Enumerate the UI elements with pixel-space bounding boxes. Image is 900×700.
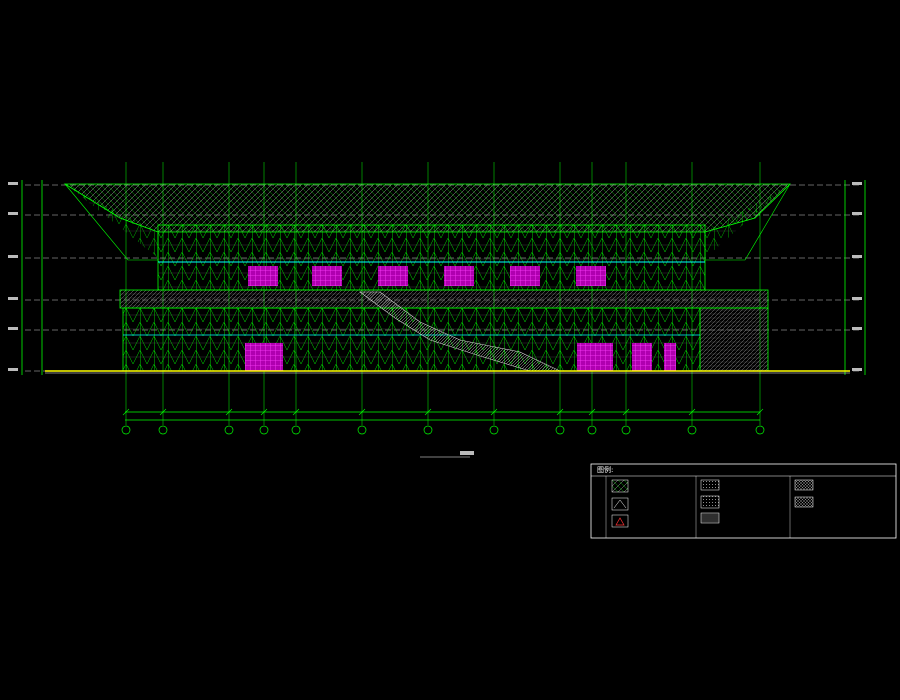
legend-item <box>611 514 629 528</box>
legend-swatch-triangle <box>611 497 629 511</box>
level-tag-right <box>852 327 862 330</box>
left-level-markers <box>8 180 43 375</box>
axis-bubble <box>224 425 234 435</box>
dimension-tick <box>225 408 233 416</box>
curtain-wall-panel <box>576 266 606 286</box>
upper-facade <box>157 224 706 291</box>
level-tag-right <box>852 368 862 371</box>
dimension-line <box>125 411 760 421</box>
right-level-markers <box>844 180 866 375</box>
upper-curtain-wall-panels <box>248 266 606 286</box>
legend-swatch-dots <box>700 495 720 509</box>
level-tag-right <box>852 182 862 185</box>
ground-line <box>45 370 850 374</box>
level-tag-left <box>8 368 18 371</box>
curtain-wall-panel <box>378 266 408 286</box>
axis-bubbles <box>121 408 765 435</box>
entrance-panel <box>632 343 652 371</box>
axis-bubble <box>291 425 301 435</box>
axis-bubble <box>587 425 597 435</box>
dimension-tick <box>588 408 596 416</box>
axis-bubble <box>158 425 168 435</box>
axis-bubble <box>489 425 499 435</box>
podium-band <box>119 289 769 309</box>
legend-swatch-cross <box>794 496 814 508</box>
curtain-wall-panel <box>312 266 342 286</box>
level-tag-left <box>8 297 18 300</box>
triangle-icon <box>613 499 627 509</box>
axis-bubble <box>357 425 367 435</box>
axis-bubble <box>259 425 269 435</box>
entrance-panel <box>577 343 613 371</box>
drawing-title <box>420 451 474 458</box>
level-tag-right <box>852 297 862 300</box>
level-tag-left <box>8 255 18 258</box>
axis-bubble <box>555 425 565 435</box>
axis-bubble <box>621 425 631 435</box>
dimension-tick <box>292 408 300 416</box>
dimension-tick <box>556 408 564 416</box>
level-tag-left <box>8 182 18 185</box>
legend-item <box>794 479 814 491</box>
dimension-tick <box>122 408 130 416</box>
dimension-tick <box>424 408 432 416</box>
lower-curtain-wall-panels <box>245 343 676 371</box>
level-tag-right <box>852 255 862 258</box>
level-tag-right <box>852 212 862 215</box>
curtain-wall-panel <box>444 266 474 286</box>
axis-bubble <box>755 425 765 435</box>
entrance-panel <box>245 343 283 371</box>
curtain-wall-panel <box>248 266 278 286</box>
legend-item <box>700 479 720 491</box>
legend-table: 图例: <box>590 463 897 539</box>
legend-swatch-hatch <box>611 479 629 493</box>
legend-swatch-red <box>611 514 629 528</box>
legend-item <box>611 497 629 511</box>
legend-item <box>700 512 720 524</box>
dimension-tick <box>622 408 630 416</box>
legend-item <box>700 495 720 509</box>
entrance-panel <box>664 343 676 371</box>
warning-triangle-icon <box>615 517 625 526</box>
axis-bubble <box>121 425 131 435</box>
roof-canopy <box>63 183 791 261</box>
legend-swatch-dots <box>700 479 720 491</box>
level-tag-left <box>8 327 18 330</box>
dimension-tick <box>688 408 696 416</box>
dimension-tick <box>159 408 167 416</box>
legend-item <box>611 479 629 493</box>
legend-swatch-cross <box>794 479 814 491</box>
dimension-tick <box>490 408 498 416</box>
dimension-tick <box>358 408 366 416</box>
legend-swatch-lines <box>700 512 720 524</box>
curtain-wall-panel <box>510 266 540 286</box>
legend-item <box>794 496 814 508</box>
axis-bubble <box>687 425 697 435</box>
legend-title: 图例: <box>597 465 613 474</box>
dimension-tick <box>756 408 764 416</box>
level-tag-left <box>8 212 18 215</box>
axis-bubble <box>423 425 433 435</box>
dimension-tick <box>260 408 268 416</box>
